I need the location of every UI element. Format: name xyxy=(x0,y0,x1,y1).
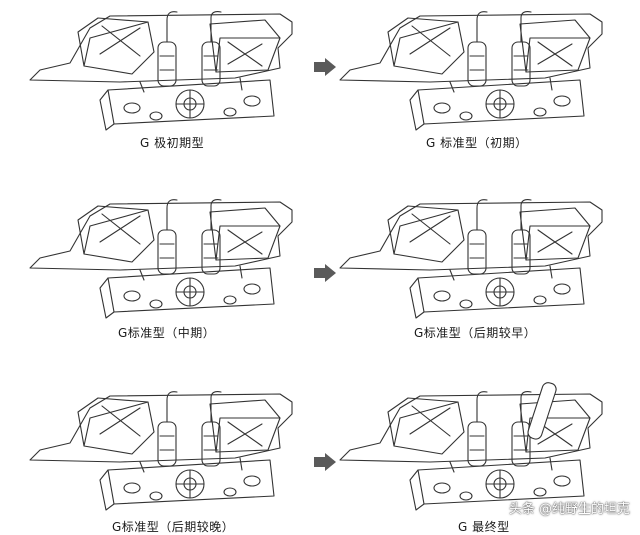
panel-label-g-standard-mid: G标准型（中期） xyxy=(118,326,216,340)
drawing-g-very-early xyxy=(29,11,293,131)
panel-label-g-final: G 最终型 xyxy=(458,520,510,534)
arrow-icon xyxy=(314,264,336,282)
panel-label-g-standard-late-early: G标准型（后期较早） xyxy=(414,326,537,340)
drawing-g-standard-late-late xyxy=(29,391,293,511)
arrow-icon xyxy=(314,58,336,76)
drawing-g-standard-mid xyxy=(29,199,293,319)
panel-label-g-very-early: G 极初期型 xyxy=(140,136,205,150)
watermark: 头条 @纯野生的坦克 xyxy=(508,502,630,517)
arrow-icon xyxy=(314,453,336,471)
drawing-g-standard-late-early xyxy=(339,199,603,319)
panel-label-g-standard-late-late: G标准型（后期较晚） xyxy=(112,520,235,534)
drawing-g-final xyxy=(339,382,603,511)
drawing-g-standard-early xyxy=(339,11,603,131)
panel-label-g-standard-early: G 标准型（初期） xyxy=(426,136,528,150)
